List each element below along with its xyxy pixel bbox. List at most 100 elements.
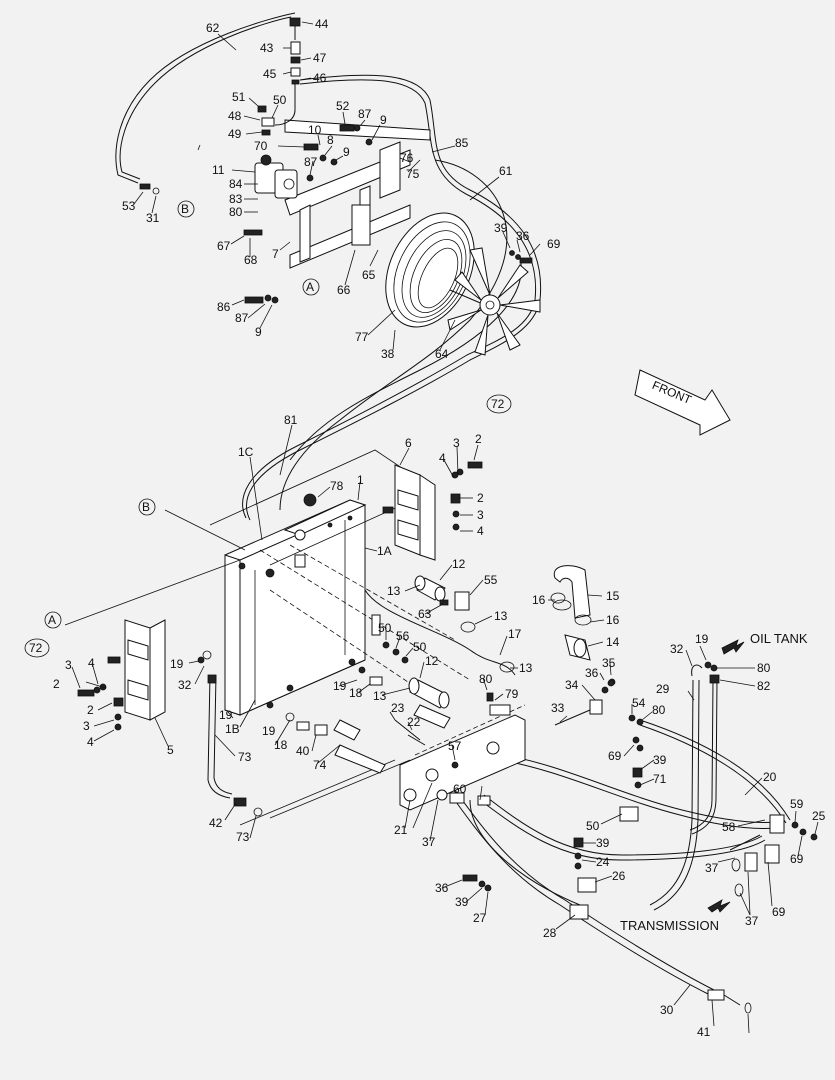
callout: 80 — [479, 672, 493, 686]
callout: 1A — [377, 544, 392, 558]
hoses — [115, 12, 791, 996]
front-arrow: FRONT — [634, 369, 731, 436]
circled-callout: 72 — [491, 397, 505, 411]
callout: 65 — [362, 268, 376, 282]
callout: 4 — [477, 524, 484, 538]
callout: 16 — [532, 593, 546, 607]
callout: 39 — [494, 221, 508, 235]
callout: 85 — [455, 136, 469, 150]
callout: 2 — [475, 432, 482, 446]
callout: 18 — [274, 738, 288, 752]
callout: 2 — [87, 703, 94, 717]
circled-callout: B — [181, 202, 189, 216]
callout: 50 — [273, 93, 287, 107]
callout: 50 — [413, 640, 427, 654]
callout: 19 — [333, 679, 347, 693]
callout: 59 — [790, 797, 804, 811]
callout: 11 — [212, 163, 225, 177]
transmission-label: TRANSMISSION — [620, 918, 719, 933]
callout: 19 — [262, 724, 276, 738]
callout: 29 — [656, 682, 670, 696]
callout: 43 — [260, 41, 274, 55]
leader-lines — [71, 21, 819, 1034]
callout: 8 — [327, 133, 334, 147]
callout: 3 — [83, 719, 90, 733]
callout: 51 — [232, 90, 246, 104]
callout: 38 — [381, 347, 395, 361]
callout: 30 — [660, 1003, 674, 1017]
callout: 31 — [146, 211, 160, 225]
callout: 25 — [812, 809, 826, 823]
callout: 40 — [296, 744, 310, 758]
callout: 45 — [263, 67, 277, 81]
callout: 33 — [551, 701, 565, 715]
callout: 56 — [396, 629, 410, 643]
callout: 55 — [484, 573, 498, 587]
circled-callout: A — [48, 613, 56, 627]
hydraulic-motor — [254, 154, 298, 199]
callout: 86 — [217, 300, 231, 314]
callout: 52 — [336, 99, 350, 113]
callout: 78 — [330, 479, 344, 493]
oil-tank-arrow: OIL TANK — [721, 631, 808, 655]
callout: 69 — [608, 749, 622, 763]
callout: 50 — [378, 621, 392, 635]
circled-callouts: B A 72 B A 72 — [24, 200, 512, 658]
callout: 24 — [596, 855, 610, 869]
callout: 83 — [229, 192, 243, 206]
callout: 66 — [337, 283, 351, 297]
callout: 21 — [394, 823, 408, 837]
callout: 23 — [391, 701, 405, 715]
callout: 69 — [772, 905, 786, 919]
callout: 3 — [65, 658, 72, 672]
callout: 7 — [272, 247, 279, 261]
callout: 13 — [387, 584, 401, 598]
callout: 79 — [505, 687, 519, 701]
callout: 80 — [229, 205, 243, 219]
callout: 69 — [547, 237, 561, 251]
callout: 2 — [53, 677, 60, 691]
callout: 13 — [494, 609, 508, 623]
callout: 9 — [343, 145, 350, 159]
callout: 28 — [543, 926, 557, 940]
callout: 87 — [358, 107, 372, 121]
callout: 10 — [308, 123, 322, 137]
callout: 5 — [167, 743, 174, 757]
callout: 80 — [652, 703, 666, 717]
callout: 3 — [453, 436, 460, 450]
callout: 35 — [602, 656, 616, 670]
callout: 63 — [418, 607, 432, 621]
callout: 70 — [254, 139, 268, 153]
transmission-arrow: TRANSMISSION — [620, 899, 731, 933]
callout: 61 — [499, 164, 513, 178]
callout: 26 — [612, 869, 626, 883]
callout: 71 — [653, 772, 667, 786]
callout: 9 — [380, 113, 387, 127]
callout: 75 — [406, 167, 420, 181]
callout: 37 — [422, 835, 436, 849]
callout: 13 — [373, 689, 387, 703]
callout: 27 — [473, 911, 487, 925]
callout: 87 — [235, 311, 249, 325]
fan — [447, 247, 541, 356]
circled-callout: B — [142, 500, 150, 514]
callout: 49 — [228, 127, 242, 141]
callout: 73 — [236, 830, 250, 844]
callout: 1 — [357, 473, 364, 487]
callout: 48 — [228, 109, 242, 123]
callout: 68 — [244, 253, 258, 267]
callout: 77 — [355, 330, 369, 344]
callout: 69 — [790, 852, 804, 866]
callout: 58 — [722, 820, 736, 834]
callout: 39 — [596, 836, 610, 850]
callout: 60 — [453, 782, 467, 796]
callout: 22 — [407, 715, 421, 729]
callout: 19 — [695, 632, 709, 646]
callout: 32 — [178, 678, 192, 692]
callout: 84 — [229, 177, 243, 191]
right-support-bracket — [382, 461, 483, 561]
callout: 32 — [670, 642, 684, 656]
callout: 57 — [448, 739, 462, 753]
callout: 19 — [170, 657, 184, 671]
callout: 4 — [88, 656, 95, 670]
